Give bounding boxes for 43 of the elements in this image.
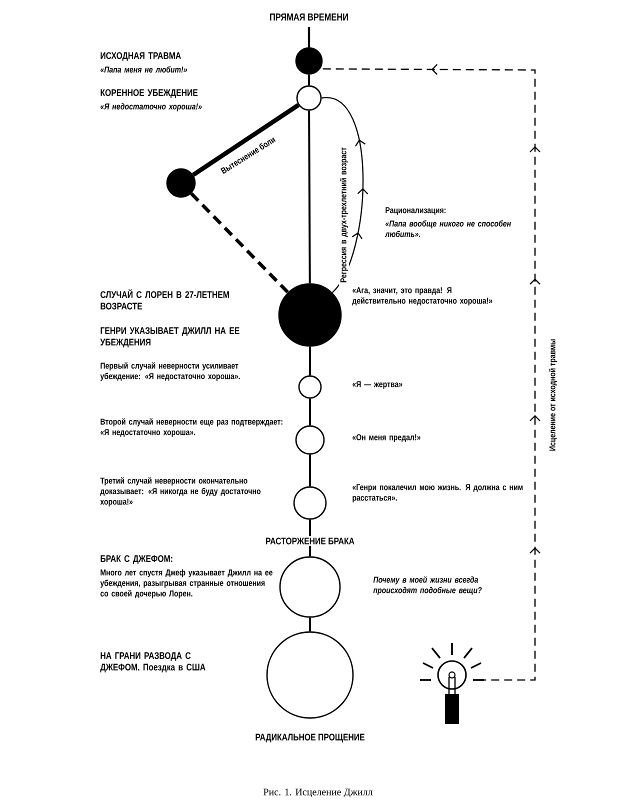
event-heading: ИСХОДНАЯ ТРАВМА <box>100 52 181 61</box>
connector-line <box>309 454 311 486</box>
event-heading: БРАК С ДЖЕФОМ: <box>100 555 172 564</box>
timeline-circle <box>279 556 341 618</box>
quote-text: «Ага, значит, это правда! Я действительно недостаточно хороша!» <box>352 287 492 306</box>
event-heading: РАСТОРЖЕНИЕ БРАКА <box>264 536 356 546</box>
timeline-circle <box>266 631 354 719</box>
quote-text: «Папа меня не любит!» <box>100 66 188 73</box>
connector-line <box>309 618 311 632</box>
event-text: Третий случай неверности окончательно доказывает: «Я никогда не буду достаточно хороша!» <box>100 477 261 506</box>
connector-line <box>190 192 290 294</box>
edge-label: Регрессия в двух-трехлетний возраст <box>338 139 350 291</box>
timeline-circle <box>293 486 327 520</box>
timeline-circle <box>295 425 325 455</box>
timeline-circle <box>296 85 322 111</box>
figure-caption: Рис. 1. Исцеление Джилл <box>263 788 373 798</box>
event-heading: НА ГРАНИ РАЗВОДА С ДЖЕФОМ. Поездка в США <box>100 652 206 672</box>
quote-text: «Генри покалечил мою жизнь. Я должна с ним расстаться». <box>352 484 523 502</box>
note-text: Рационализация: <box>386 207 446 215</box>
event-heading: КОРЕННОЕ УБЕЖДЕНИЕ <box>100 89 198 98</box>
timeline-title: ПРЯМАЯ ВРЕМЕНИ <box>270 14 348 20</box>
event-heading: СЛУЧАЙ С ЛОРЕН В 27-ЛЕТНЕМ ВОЗРАСТЕ <box>100 289 229 310</box>
event-heading: ГЕНРИ УКАЗЫВАЕТ ДЖИЛЛ НА ЕЕ УБЕЖДЕНИЯ <box>100 327 240 348</box>
timeline-circle <box>295 47 323 75</box>
connector-line <box>309 398 311 426</box>
event-text: Много лет спустя Джеф указывает Джилл на ее убеждения, разыгрывая странные отношения со своей дочерью Лорен. <box>100 569 272 598</box>
event-heading: РАДИКАЛЬНОЕ ПРОЩЕНИЕ <box>254 732 366 744</box>
timeline-circle <box>298 375 322 399</box>
quote-text: «Папа вообще никого не способен любить». <box>384 220 511 238</box>
quote-text: «Я недостаточно хороша!» <box>100 103 202 112</box>
connector-line <box>309 346 311 376</box>
connector-line <box>192 103 300 177</box>
connector-line <box>308 110 311 284</box>
lightbulb-drawing <box>419 642 485 724</box>
quote-text: «Он меня предал!» <box>352 434 420 442</box>
timeline-circle <box>278 283 342 347</box>
connector-line <box>308 74 310 86</box>
event-text: Второй случай неверности еще раз подтверждает: «Я недостаточно хороша». <box>100 418 282 437</box>
event-text: Первый случай неверности усиливает убеждение: «Я недостаточно хороша». <box>100 362 240 381</box>
quote-text: «Я — жертва» <box>352 381 402 389</box>
edge-label: Исцеление от исходной травмы <box>548 338 558 452</box>
question-text: Почему в моей жизни всегда происходят подобные вещи? <box>373 576 482 595</box>
timeline-circle <box>166 168 196 198</box>
